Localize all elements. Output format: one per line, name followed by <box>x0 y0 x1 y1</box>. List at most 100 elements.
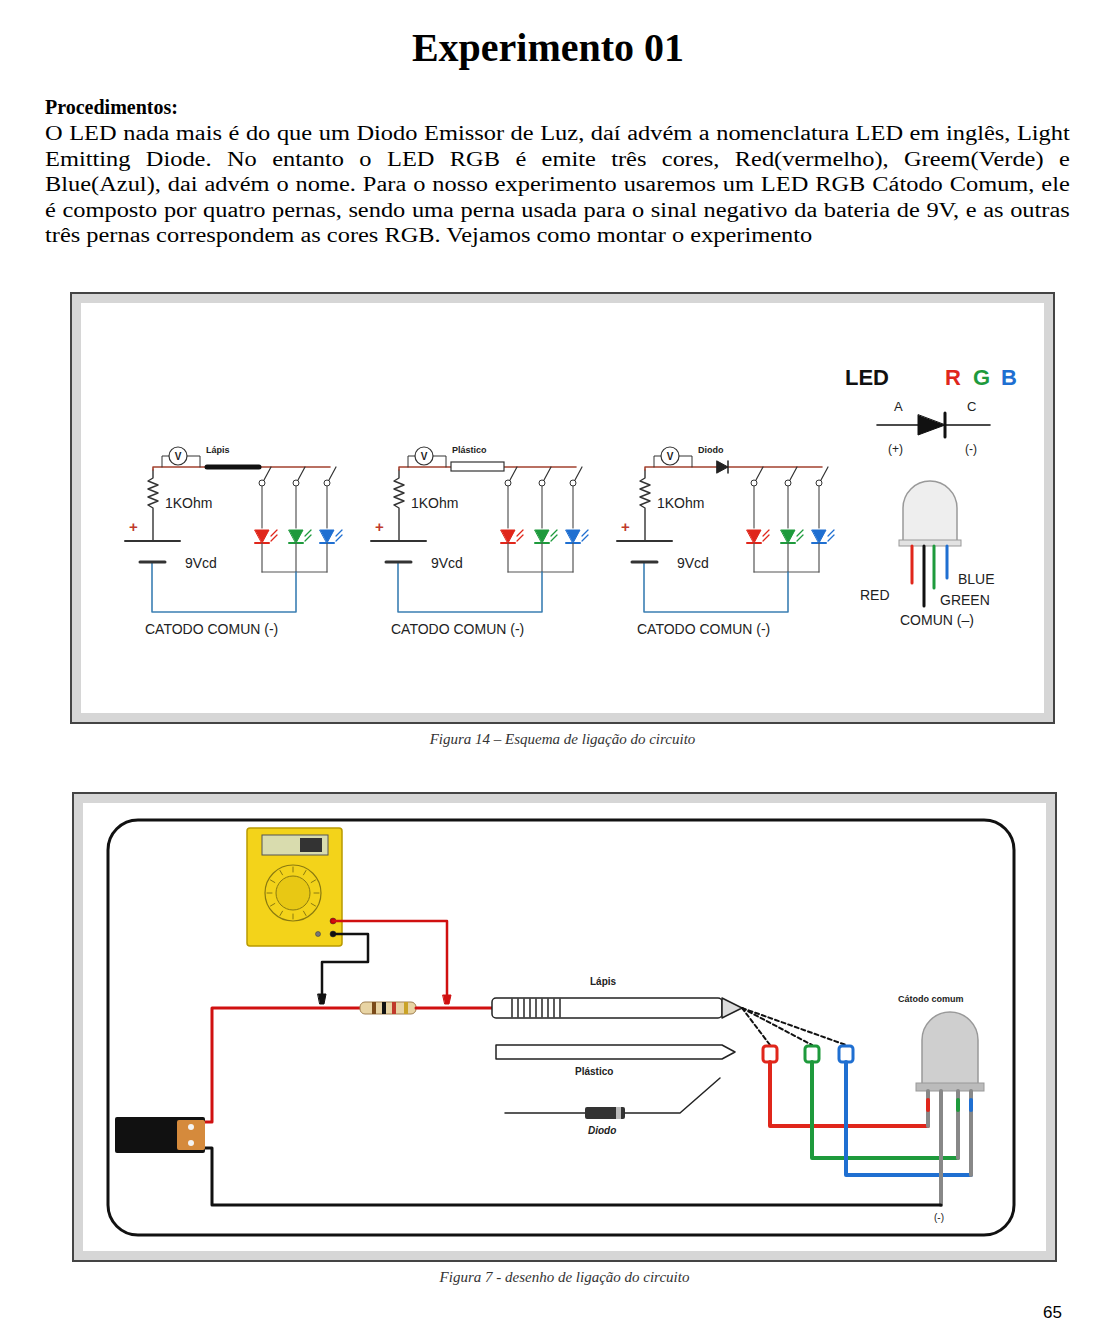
component-label: Cátodo comum <box>898 995 964 1005</box>
diode-bar <box>727 461 729 473</box>
common-cathode-label: CATODO COMUN (-) <box>145 622 278 637</box>
dial-tick <box>314 893 319 894</box>
wire <box>203 1008 360 1122</box>
multimeter-display <box>262 835 328 855</box>
led-symbol <box>255 530 269 543</box>
voltmeter-lead <box>679 456 692 467</box>
page-number: 65 <box>1043 1304 1062 1323</box>
pencil-rib <box>511 999 513 1017</box>
resistor-symbol <box>640 470 650 541</box>
dial-tick <box>311 904 315 907</box>
resistor-symbol <box>394 470 404 541</box>
wire <box>818 486 819 528</box>
resistor-band <box>392 1002 396 1014</box>
led-emission <box>763 535 769 541</box>
pin-name: BLUE <box>958 572 995 587</box>
resistor-body <box>360 1002 416 1014</box>
voltmeter-lead <box>187 456 200 467</box>
battery-plate <box>140 561 165 564</box>
multimeter-dial <box>276 876 310 910</box>
voltmeter-symbol: V <box>667 451 674 462</box>
figure-frame: Figura 7 - desenho de ligação do circuit… <box>72 792 1057 1262</box>
led-leg <box>969 1091 973 1175</box>
led-symbol <box>781 530 795 543</box>
wire <box>504 466 576 468</box>
polarity-sign: (+) <box>888 443 903 456</box>
pencil-lead <box>207 465 259 470</box>
battery-snap <box>188 1124 194 1130</box>
wire <box>326 486 327 528</box>
circuit-outline <box>108 820 1014 1235</box>
component-label: Lápis <box>206 446 230 456</box>
resistor-band <box>382 1002 386 1014</box>
battery-voltage: 9Vcd <box>185 556 217 571</box>
color-letter: B <box>1001 366 1017 390</box>
battery-snap <box>188 1140 194 1146</box>
dial-tick <box>304 911 307 915</box>
component-label: Lápis <box>590 976 616 987</box>
led-symbol <box>535 530 549 543</box>
switch-contact <box>539 480 545 486</box>
multimeter-dial <box>265 865 321 921</box>
diode-lead <box>625 1078 720 1113</box>
polarity-sign: + <box>621 519 630 536</box>
voltmeter-symbol <box>661 447 679 465</box>
wire <box>945 424 990 426</box>
pencil-tip <box>722 998 742 1018</box>
polarity-sign: + <box>375 519 384 536</box>
switch-symbol <box>790 467 797 480</box>
diode-band <box>616 1107 621 1119</box>
led-symbol <box>812 530 826 543</box>
dial-tick <box>293 914 294 919</box>
wire <box>295 486 296 528</box>
battery-plate <box>632 561 657 564</box>
wire <box>508 571 573 572</box>
battery-plate <box>371 540 426 542</box>
battery-plate <box>617 540 672 542</box>
switch-contact <box>259 480 265 486</box>
switch-symbol <box>756 467 763 480</box>
plastic-rod <box>451 462 504 471</box>
pin-label: A <box>894 400 903 414</box>
multimeter-digits <box>300 838 322 852</box>
voltmeter-symbol <box>169 447 187 465</box>
pin-name: COMUN (–) <box>900 613 974 628</box>
pin-label: C <box>967 400 976 414</box>
pin-name: RED <box>860 588 890 603</box>
switch-symbol <box>329 467 336 480</box>
pencil-rib <box>541 999 543 1017</box>
connector <box>805 1046 819 1062</box>
pencil-rib <box>535 999 537 1017</box>
resistor-symbol <box>148 470 158 541</box>
switch-contact <box>293 480 299 486</box>
figure-frame: Figura 14 – Esquema de ligação do circui… <box>70 292 1055 724</box>
dial-tick <box>311 880 315 883</box>
led-emission <box>828 535 834 541</box>
led-leg <box>939 1091 943 1205</box>
led-emission <box>551 535 557 541</box>
dial-tick <box>267 893 272 894</box>
wire <box>326 543 327 572</box>
voltmeter-lead <box>654 456 661 467</box>
color-letter: R <box>945 366 961 390</box>
wire <box>877 424 918 426</box>
led-emission <box>582 535 588 541</box>
polarity-sign: (-) <box>934 1212 944 1223</box>
plastic-rod <box>496 1045 735 1059</box>
common-cathode-label: CATODO COMUN (-) <box>391 622 524 637</box>
battery-terminal <box>177 1120 205 1150</box>
component-label: Diodo <box>698 446 724 456</box>
terminal <box>316 932 321 937</box>
dial-tick <box>280 911 283 915</box>
wire <box>753 486 754 528</box>
dial-tick <box>270 880 274 883</box>
wire <box>261 486 262 528</box>
led-leg <box>933 546 936 588</box>
led-dome <box>903 481 957 545</box>
led-leg <box>926 1091 930 1126</box>
led-leg-mark <box>926 1100 930 1110</box>
diode-symbol <box>918 415 945 435</box>
dial-tick <box>293 867 294 872</box>
switch-symbol <box>575 467 582 480</box>
page-title: Experimento 01 <box>0 26 1096 70</box>
